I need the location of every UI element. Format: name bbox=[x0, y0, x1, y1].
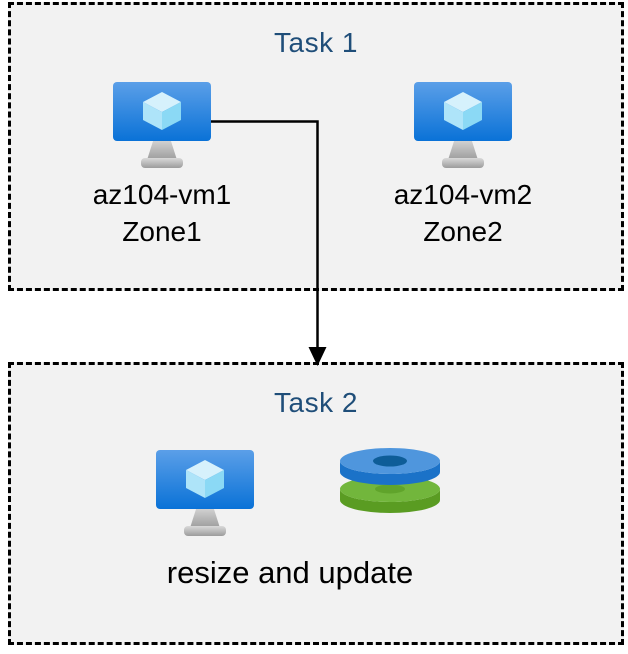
task2-box: Task 2 resize and update bbox=[8, 362, 624, 645]
task2-caption: resize and update bbox=[166, 555, 414, 590]
vm1-label: az104-vm1 Zone1 bbox=[52, 176, 272, 250]
vm2-name: az104-vm2 bbox=[393, 179, 533, 210]
vm2-zone: Zone2 bbox=[423, 216, 503, 247]
virtual-machine-icon bbox=[113, 82, 211, 168]
task2-vm-group bbox=[156, 450, 254, 541]
vm1-zone: Zone1 bbox=[122, 216, 202, 247]
vm1-name: az104-vm1 bbox=[92, 179, 232, 210]
vm1-group bbox=[113, 82, 211, 173]
disks-group bbox=[338, 443, 442, 520]
task2-title: Task 2 bbox=[274, 387, 358, 418]
task1-box: Task 1 az104-vm1 Zone1 az104-vm2 Zone2 bbox=[8, 2, 624, 291]
task1-title: Task 1 bbox=[274, 27, 358, 58]
vm2-group bbox=[414, 82, 512, 173]
managed-disks-icon bbox=[340, 448, 440, 513]
virtual-machine-icon bbox=[414, 82, 512, 168]
vm2-label: az104-vm2 Zone2 bbox=[353, 176, 573, 250]
virtual-machine-icon bbox=[156, 450, 254, 536]
